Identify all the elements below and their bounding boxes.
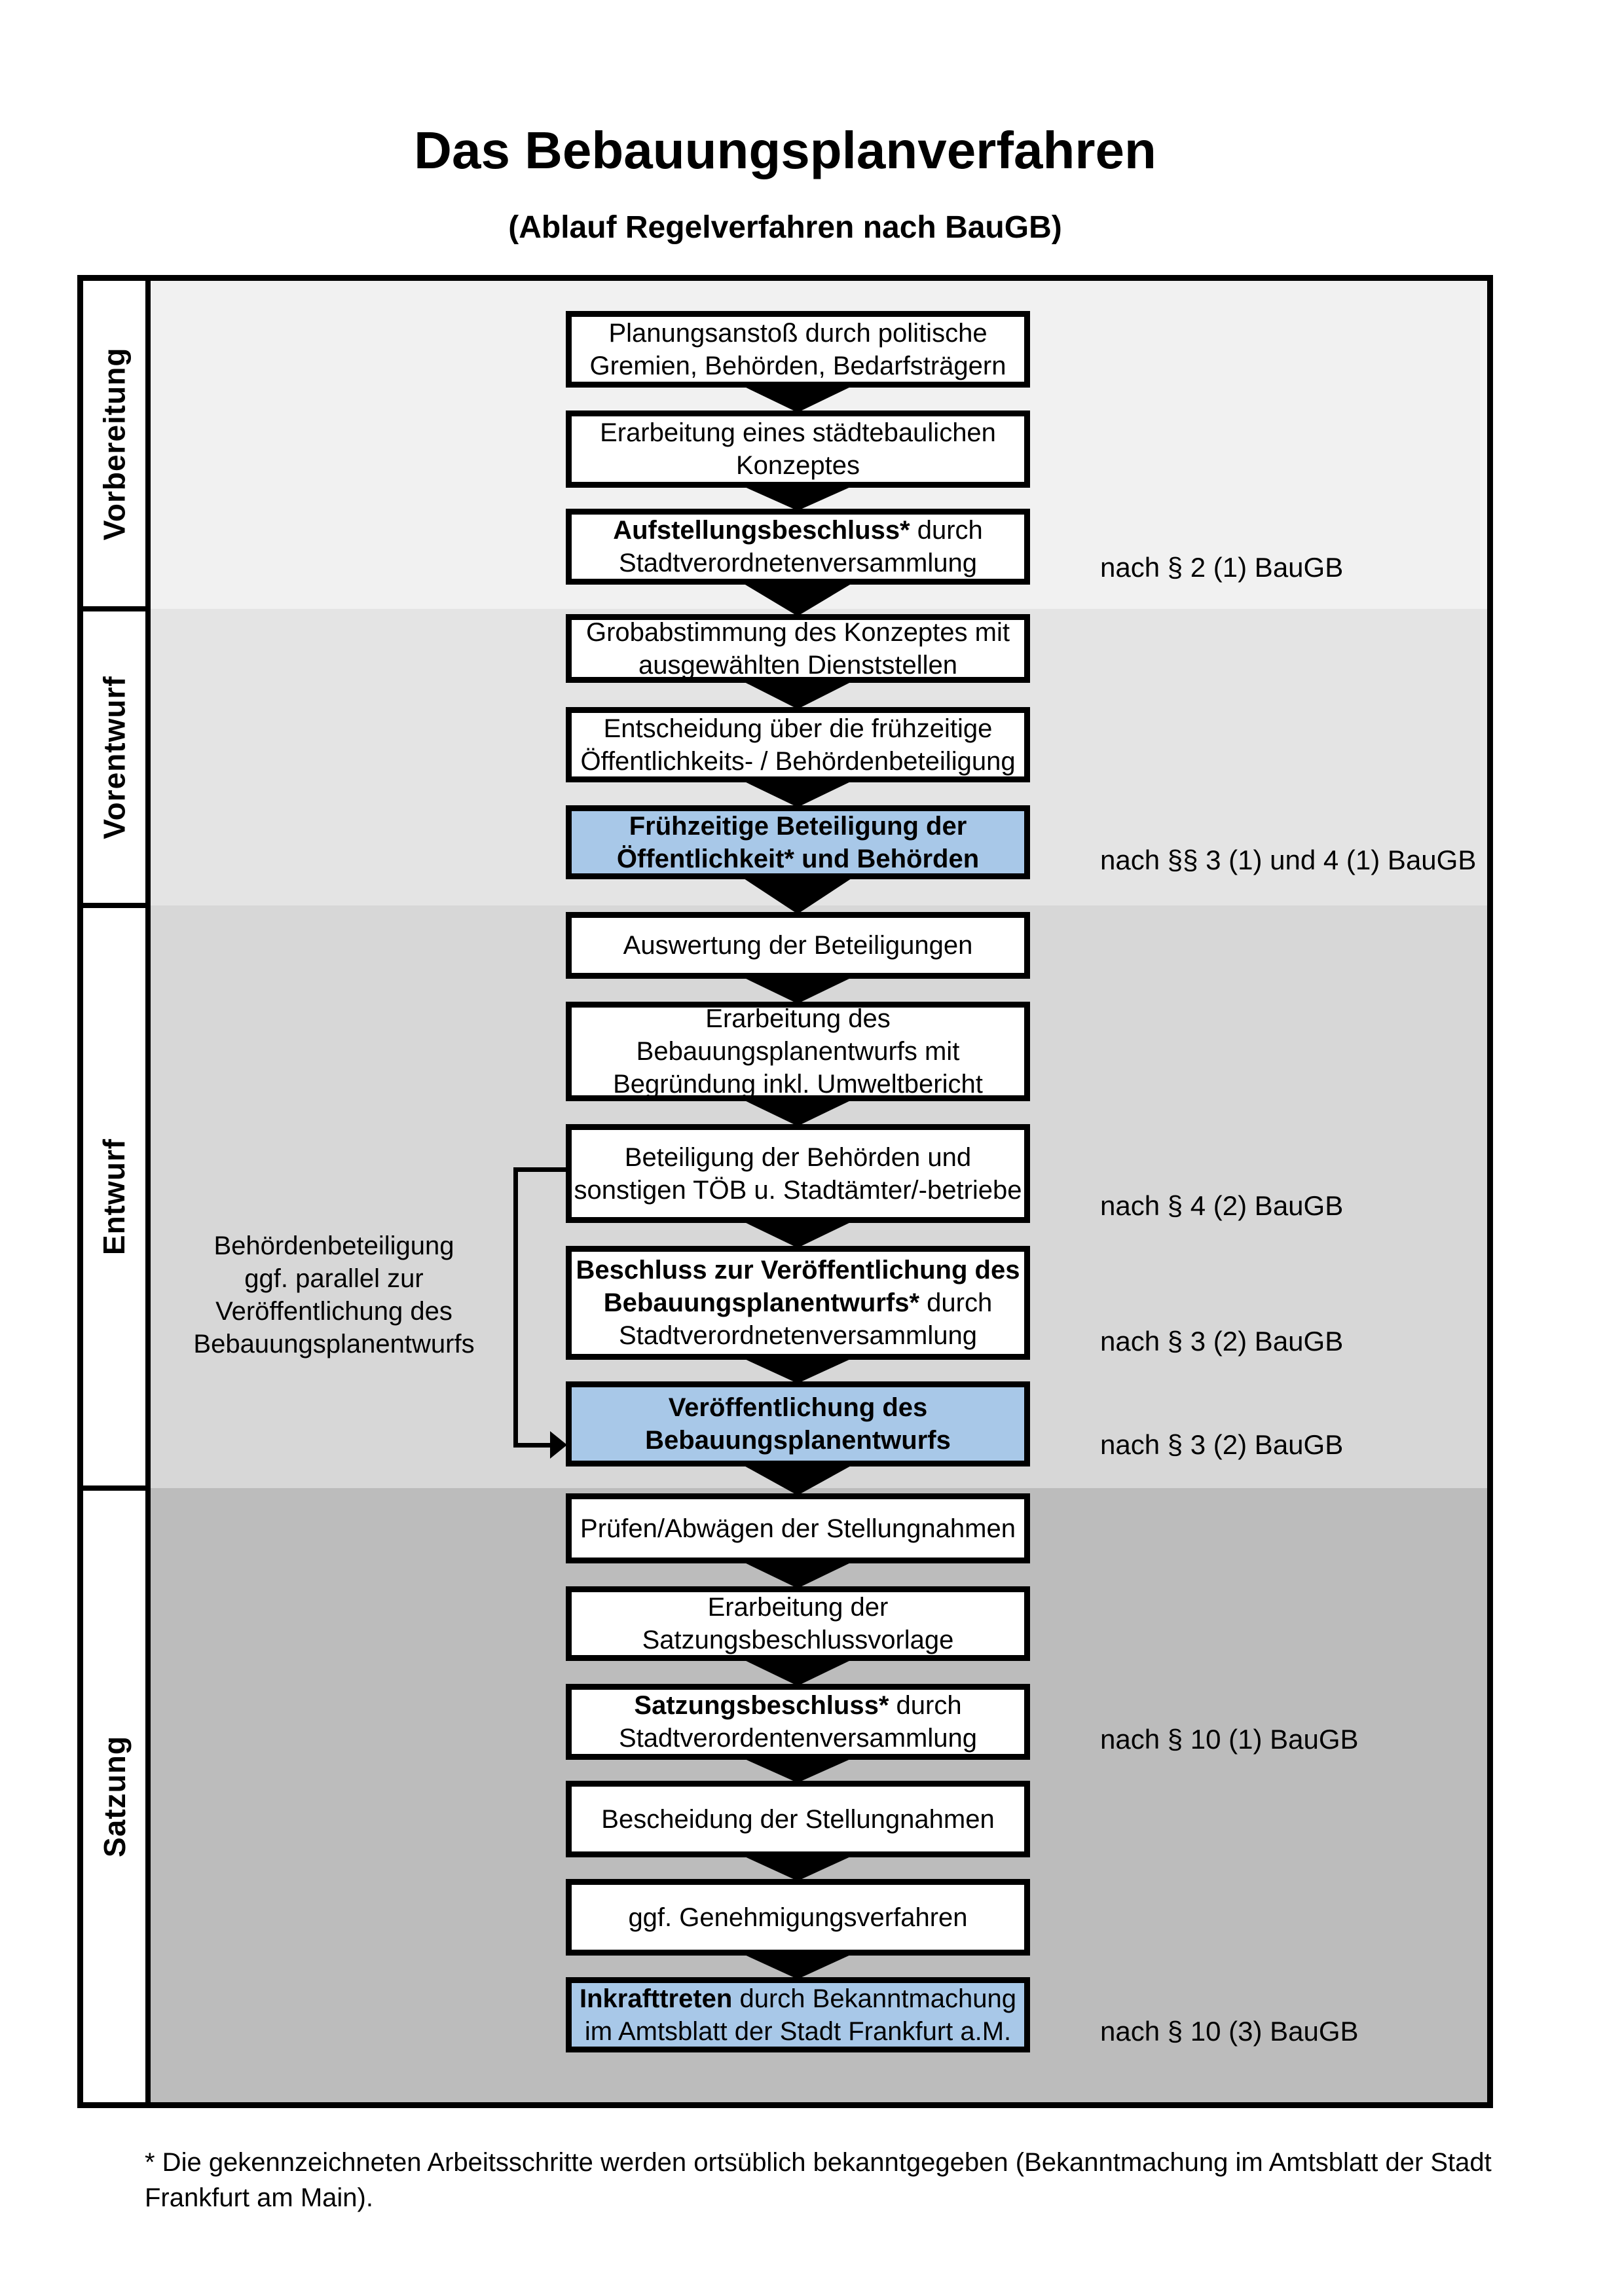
arrow-down-icon [742, 386, 853, 412]
arrow-down-icon [742, 1465, 853, 1495]
arrow-down-icon [742, 1358, 853, 1383]
step-satzungsbeschluss: Satzungsbeschluss* durch Stadtverordente… [566, 1684, 1030, 1760]
legal-note-aufstellungsbeschluss: nach § 2 (1) BauGB [1100, 552, 1344, 583]
legal-note-veroeffentlichung: nach § 3 (2) BauGB [1100, 1429, 1344, 1460]
step-staedtebauliches-konzept: Erarbeitung eines städtebaulichen Konzep… [566, 410, 1030, 488]
arrow-down-icon [742, 486, 853, 511]
connector-line [513, 1167, 518, 1448]
step-fruehzeitige-beteiligung: Frühzeitige Beteiligung der Öffentlichke… [566, 805, 1030, 879]
phase-label-vorentwurf: Vorentwurf [97, 675, 132, 839]
arrow-down-icon [742, 877, 853, 914]
phase-divider [83, 903, 151, 908]
phase-cell-vorbereitung: Vorbereitung [83, 281, 145, 606]
step-entscheidung-fruehzeitige-beteiligung: Entscheidung über die frühzeitige Öffent… [566, 707, 1030, 782]
page-subtitle: (Ablauf Regelverfahren nach BauGB) [508, 210, 1062, 245]
connector-line [513, 1443, 553, 1448]
step-behoerdenbeteiligung-toeb: Beteiligung der Behörden und sonstigen T… [566, 1124, 1030, 1223]
legal-note-satzungsbeschluss: nach § 10 (1) BauGB [1100, 1724, 1359, 1755]
arrow-down-icon [742, 1659, 853, 1686]
connector-line [513, 1167, 566, 1172]
step-bescheidung-stellungnahmen: Bescheidung der Stellungnahmen [566, 1781, 1030, 1857]
step-pruefen-abwaegen: Prüfen/Abwägen der Stellungnahmen [566, 1493, 1030, 1563]
step-inkrafttreten: Inkrafttreten durch Bekanntmachung im Am… [566, 1977, 1030, 2052]
label-column-divider [145, 281, 151, 2102]
step-genehmigungsverfahren: ggf. Genehmigungsverfahren [566, 1879, 1030, 1956]
legal-note-behoerdenbeteiligung: nach § 4 (2) BauGB [1100, 1190, 1344, 1221]
phase-label-entwurf: Entwurf [97, 1138, 132, 1256]
step-auswertung-beteiligungen: Auswertung der Beteiligungen [566, 912, 1030, 979]
phase-cell-entwurf: Entwurf [83, 908, 145, 1485]
side-note-parallel-behoerdenbeteiligung: Behördenbeteiligung ggf. parallel zur Ve… [193, 1231, 475, 1358]
step-aufstellungsbeschluss: Aufstellungsbeschluss* durch Stadtverord… [566, 509, 1030, 585]
arrow-down-icon [742, 1954, 853, 1979]
legal-note-fruehzeitige-beteiligung: nach §§ 3 (1) und 4 (1) BauGB [1100, 845, 1477, 875]
phase-label-vorbereitung: Vorbereitung [97, 347, 132, 540]
arrow-down-icon [742, 583, 853, 616]
arrow-down-icon [742, 1561, 853, 1588]
page-title: Das Bebauungsplanverfahren [414, 121, 1156, 179]
arrow-down-icon [742, 1099, 853, 1126]
phase-cell-satzung: Satzung [83, 1491, 145, 2102]
legal-note-beschluss-veroeffentlichung: nach § 3 (2) BauGB [1100, 1326, 1344, 1357]
arrow-down-icon [742, 780, 853, 807]
footnote: * Die gekennzeichneten Arbeitsschritte w… [145, 2148, 1492, 2212]
arrow-down-icon [742, 681, 853, 709]
arrow-down-icon [742, 1221, 853, 1248]
step-planungsanstoss: Planungsanstoß durch politische Gremien,… [566, 311, 1030, 388]
arrow-down-icon [742, 1758, 853, 1783]
phase-divider [83, 606, 151, 611]
step-erarbeitung-bebauungsplanentwurf: Erarbeitung des Bebauungsplanentwurfs mi… [566, 1002, 1030, 1101]
arrow-down-icon [742, 977, 853, 1004]
step-veroeffentlichung-entwurf: Veröffentlichung des Bebauungsplanentwur… [566, 1381, 1030, 1467]
step-beschluss-veroeffentlichung: Beschluss zur Veröffentlichung des Bebau… [566, 1246, 1030, 1360]
phase-divider [83, 1485, 151, 1491]
phase-cell-vorentwurf: Vorentwurf [83, 611, 145, 903]
step-erarbeitung-satzungsbeschlussvorlage: Erarbeitung der Satzungsbeschlussvorlage [566, 1586, 1030, 1661]
step-grobabstimmung: Grobabstimmung des Konzeptes mit ausgewä… [566, 614, 1030, 683]
arrow-right-icon [550, 1431, 567, 1459]
arrow-down-icon [742, 1855, 853, 1881]
legal-note-inkrafttreten: nach § 10 (3) BauGB [1100, 2016, 1359, 2047]
phase-label-satzung: Satzung [97, 1736, 132, 1857]
